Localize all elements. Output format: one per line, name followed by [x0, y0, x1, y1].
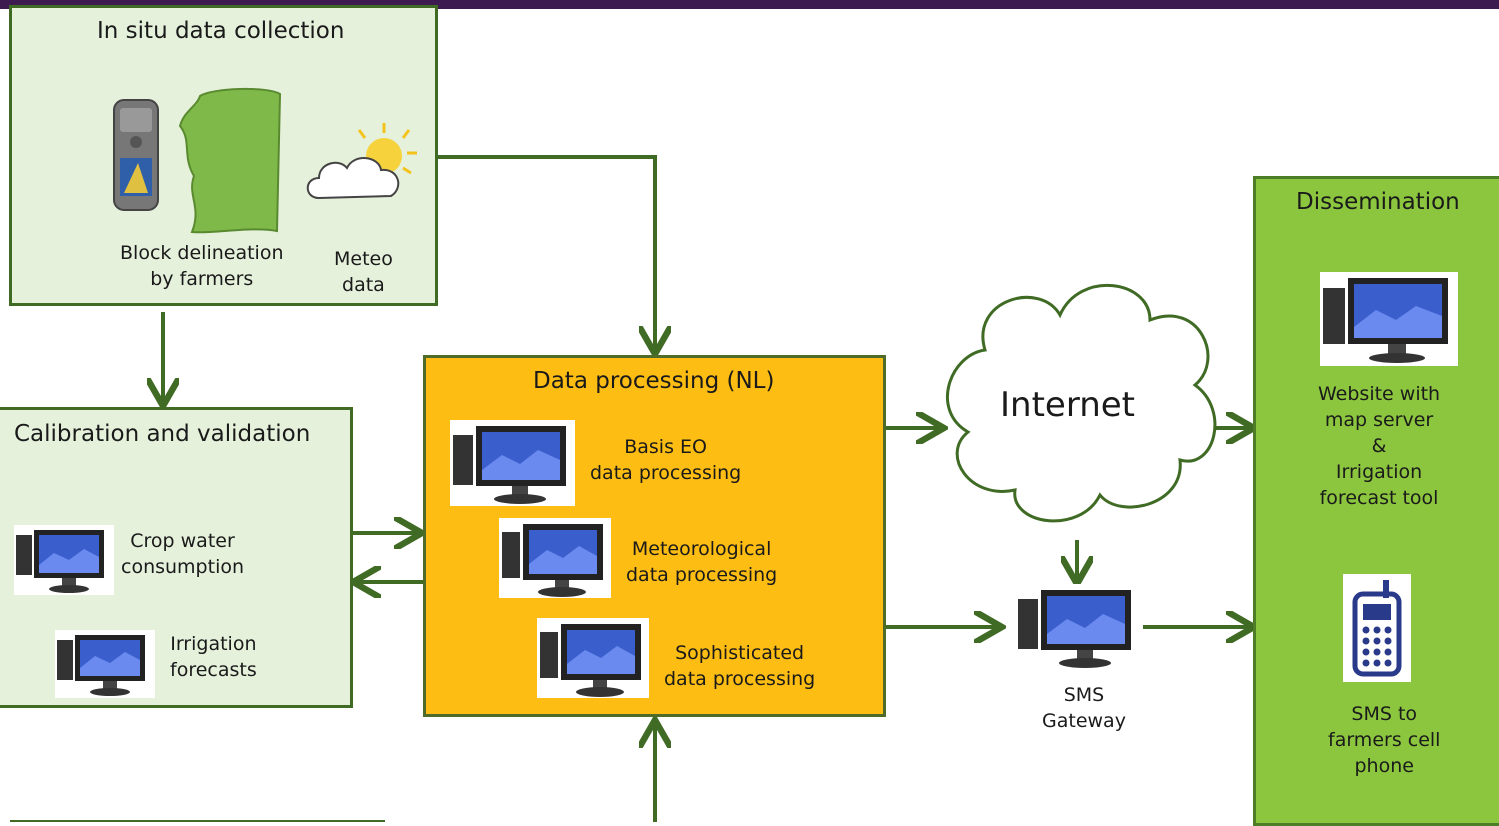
- internet-label: Internet: [1000, 385, 1136, 425]
- computer-icon: [499, 518, 611, 598]
- website-label: Website with map server & Irrigation for…: [1318, 383, 1441, 509]
- sun-cloud-icon: [306, 123, 417, 200]
- dissemination-box: Dissemination Website with map server & …: [1253, 176, 1499, 826]
- processing-title: Data processing (NL): [533, 368, 775, 394]
- internet-cloud: [946, 283, 1217, 523]
- irrigation-forecasts-label: Irrigation forecasts: [170, 633, 257, 681]
- calibration-box: Calibration and validation Crop water co…: [0, 407, 353, 708]
- basis-eo-label: Basis EO data processing: [590, 436, 742, 484]
- sophisticated-label: Sophisticated data processing: [664, 642, 816, 690]
- top-bar: [0, 0, 1499, 9]
- meteorological-label: Meteorological data processing: [626, 538, 778, 586]
- computer-icon: [450, 420, 575, 506]
- computer-icon: [537, 618, 649, 698]
- insitu-box: In situ data collection Block delineatio…: [9, 5, 438, 306]
- field-block-icon: [178, 87, 282, 234]
- crop-water-label: Crop water consumption: [121, 530, 245, 578]
- insitu-title: In situ data collection: [97, 18, 345, 44]
- computer-icon: [55, 630, 155, 698]
- sms-gateway-label: SMS Gateway: [1042, 684, 1126, 732]
- arrow-insitu-to-processing: [437, 155, 655, 350]
- website-computer-icon: [1320, 272, 1458, 366]
- cell-phone-icon: [1343, 574, 1411, 682]
- sms-to-farmers-label: SMS to farmers cell phone: [1328, 703, 1441, 777]
- calibration-title: Calibration and validation: [14, 421, 311, 447]
- meteo-data-label: Meteo data: [334, 248, 393, 296]
- sms-gateway-computer-icon: [1015, 584, 1140, 670]
- computer-icon: [14, 525, 114, 595]
- processing-box: Data processing (NL) Basis EO data proce…: [423, 355, 886, 717]
- gps-device-icon: [113, 99, 159, 211]
- dissemination-title: Dissemination: [1296, 189, 1460, 215]
- block-delineation-label: Block delineation by farmers: [120, 242, 284, 290]
